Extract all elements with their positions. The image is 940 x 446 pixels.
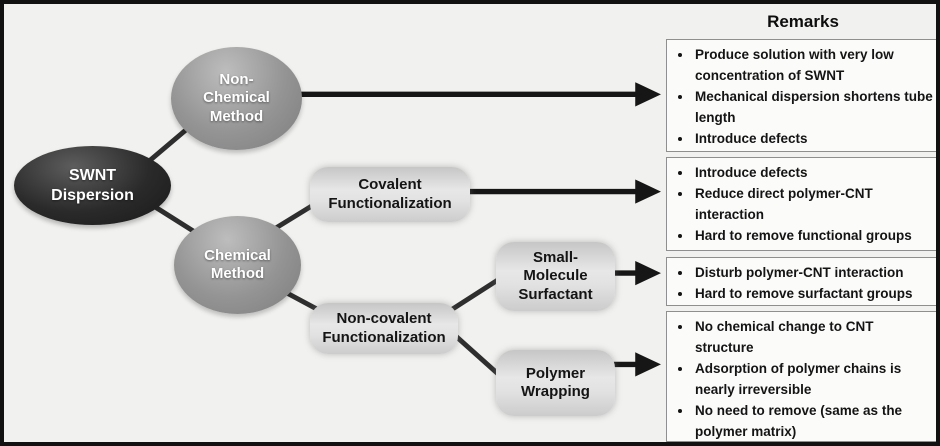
remark-bullet: Hard to remove surfactant groups bbox=[693, 283, 934, 304]
remark-list-non-chemical: Produce solution with very low concentra… bbox=[667, 40, 936, 151]
node-non-covalent-functionalization: Non-covalent Functionalization bbox=[310, 303, 458, 354]
remark-box-small-molecule: Disturb polymer-CNT interactionHard to r… bbox=[666, 257, 936, 306]
remarks-title: Remarks bbox=[767, 12, 839, 31]
remark-bullet: Introduce defects bbox=[693, 162, 934, 183]
connector-noncovalent-to-polymer bbox=[449, 330, 502, 378]
remark-bullet: Hard to remove functional groups bbox=[693, 225, 934, 246]
remark-bullet: Produce solution with very low concentra… bbox=[693, 44, 934, 86]
remark-list-polymer: No chemical change to CNT structureAdsor… bbox=[667, 312, 936, 441]
remark-list-covalent: Introduce defectsReduce direct polymer-C… bbox=[667, 158, 936, 250]
node-non-chemical-method: Non- Chemical Method bbox=[171, 47, 302, 150]
remark-bullet: Mechanical dispersion shortens tube leng… bbox=[693, 86, 934, 128]
arrowhead-covalent bbox=[635, 179, 661, 204]
remark-box-covalent: Introduce defectsReduce direct polymer-C… bbox=[666, 157, 936, 251]
remark-box-polymer: No chemical change to CNT structureAdsor… bbox=[666, 311, 936, 442]
arrowhead-polymer bbox=[635, 352, 661, 377]
node-swnt-dispersion: SWNT Dispersion bbox=[14, 146, 171, 225]
remark-bullet: Adsorption of polymer chains is nearly i… bbox=[693, 358, 934, 400]
arrowhead-smallmolecule bbox=[635, 260, 661, 286]
node-chemical-method: Chemical Method bbox=[174, 216, 301, 314]
remark-box-non-chemical: Produce solution with very low concentra… bbox=[666, 39, 936, 152]
node-small-molecule-surfactant: Small- Molecule Surfactant bbox=[496, 242, 615, 311]
remark-list-small-molecule: Disturb polymer-CNT interactionHard to r… bbox=[667, 258, 936, 305]
connector-noncovalent-to-smallmolecule bbox=[447, 276, 502, 313]
node-covalent-functionalization: Covalent Functionalization bbox=[310, 167, 470, 222]
remark-bullet: No need to remove (same as the polymer m… bbox=[693, 400, 934, 441]
remark-bullet: Introduce defects bbox=[693, 128, 934, 149]
connector-layer bbox=[145, 82, 661, 378]
arrowhead-nonchemical bbox=[635, 82, 661, 107]
remark-bullet: Disturb polymer-CNT interaction bbox=[693, 262, 934, 283]
remark-bullet: Reduce direct polymer-CNT interaction bbox=[693, 183, 934, 225]
node-polymer-wrapping: Polymer Wrapping bbox=[496, 350, 615, 416]
remark-bullet: No chemical change to CNT structure bbox=[693, 316, 934, 358]
